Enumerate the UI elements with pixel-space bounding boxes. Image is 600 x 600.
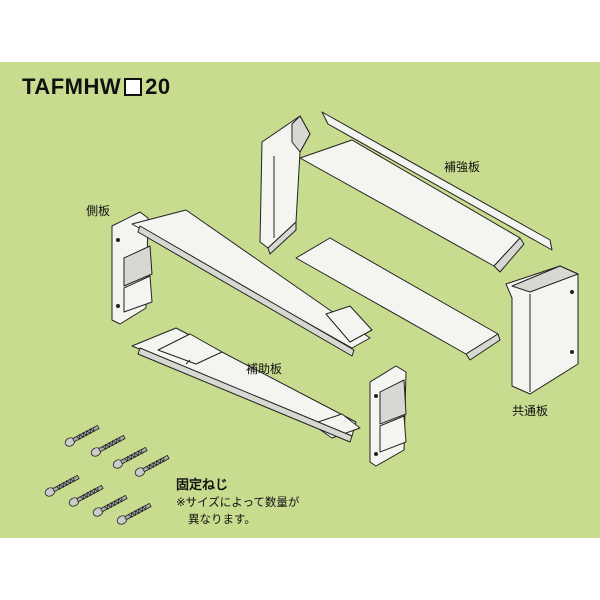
screw-icon — [68, 484, 104, 507]
screws-note: ※サイズによって数量が 異なります。 — [176, 494, 376, 528]
diagram-panel: TAFMHW 20 — [0, 62, 600, 538]
auxiliary-plate — [131, 327, 361, 443]
screws-note-line2: 異なります。 — [188, 512, 256, 526]
exploded-parts-illustration — [44, 111, 579, 525]
screw-icon — [134, 454, 170, 477]
upper-rail — [131, 209, 373, 357]
screw-icon — [92, 494, 128, 517]
screw-icon — [116, 502, 152, 525]
screws-title: 固定ねじ — [176, 478, 229, 493]
model-placeholder-box — [124, 78, 143, 96]
reinforcement-bottom-plate — [295, 237, 501, 361]
label-reinforcement-plate: 補強板 — [444, 160, 481, 174]
side-plate-right — [369, 365, 407, 467]
common-end-bracket — [505, 265, 579, 395]
model-number: TAFMHW 20 — [22, 74, 171, 100]
label-common-plate: 共通板 — [512, 404, 549, 418]
label-auxiliary-plate: 補助板 — [246, 362, 283, 376]
reinforcement-top-plate — [299, 111, 553, 273]
label-side-plate: 側板 — [86, 204, 111, 218]
screw-icon — [64, 424, 100, 447]
screw-icon — [90, 434, 126, 457]
screw-icon — [44, 474, 80, 497]
screw-icon — [112, 446, 148, 469]
model-prefix: TAFMHW — [22, 74, 122, 99]
reinforcement-end-bracket — [259, 115, 311, 255]
model-suffix: 20 — [145, 74, 171, 99]
side-plate-left — [111, 211, 153, 325]
screws-note-line1: ※サイズによって数量が — [176, 495, 300, 509]
fixing-screws — [44, 424, 170, 525]
